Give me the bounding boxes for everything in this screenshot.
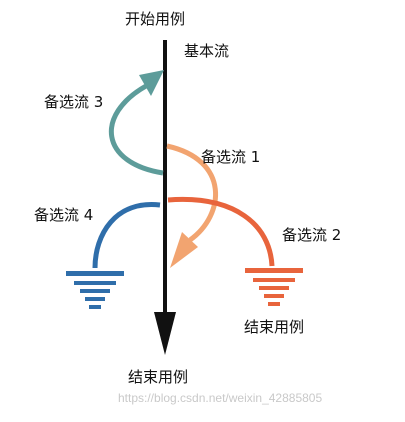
- alt-flow-4-label: 备选流 4: [34, 206, 94, 224]
- alt-flow-3-arrowhead: [139, 70, 164, 96]
- alt-flow-1-label: 备选流 1: [201, 148, 261, 166]
- end-use-case-label-bottom: 结束用例: [128, 368, 189, 386]
- alt-flow-1-curve: [166, 143, 219, 243]
- alt-flow-2-ground-icon: [245, 268, 303, 306]
- basic-flow-arrowhead: [154, 312, 176, 355]
- alt-flow-4-ground-icon: [66, 271, 124, 309]
- alt-flow-3-label: 备选流 3: [44, 93, 104, 111]
- alt-flow-1-arrowhead: [170, 232, 198, 268]
- start-use-case-label: 开始用例: [125, 10, 186, 28]
- alt-flow-2-curve: [167, 196, 275, 267]
- alt-flow-4-curve: [92, 202, 161, 269]
- alt-flow-3-curve: [108, 83, 164, 176]
- end-use-case-label-right: 结束用例: [244, 318, 305, 336]
- watermark-text: https://blog.csdn.net/weixin_42885805: [118, 391, 323, 405]
- alt-flow-2-label: 备选流 2: [282, 226, 342, 244]
- basic-flow-label: 基本流: [184, 42, 230, 60]
